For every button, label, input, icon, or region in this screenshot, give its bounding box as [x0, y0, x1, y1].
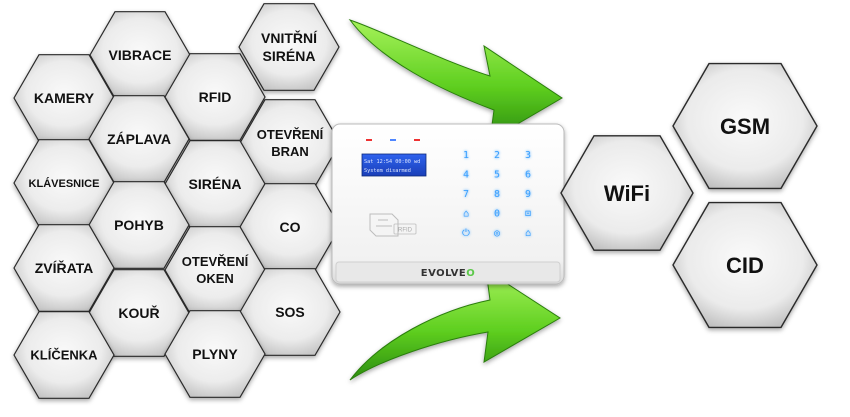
sensor-hex-plyny: PLYNY — [164, 310, 266, 398]
keypad-key[interactable]: 5 — [494, 170, 500, 181]
sensor-label: OTEVŘENÍ — [182, 254, 249, 269]
keypad-key[interactable]: ⌂ — [463, 209, 469, 220]
hex-shape — [672, 62, 818, 190]
keypad-key[interactable]: 2 — [494, 150, 500, 161]
keypad-key[interactable]: ⊡ — [525, 209, 531, 220]
sensor-hex-otevreni-oken: OTEVŘENÍ OKEN — [164, 226, 266, 314]
sensor-label: ZÁPLAVA — [107, 131, 171, 147]
sensor-label: PLYNY — [192, 346, 238, 362]
brand-name: EVOLVE — [421, 268, 466, 279]
output-hex-group: WiFi GSM CID — [560, 62, 818, 329]
hex-shape — [238, 3, 340, 91]
keypad-key[interactable]: 6 — [525, 170, 531, 181]
sensor-label: SIRÉNA — [263, 48, 316, 64]
sensor-hex-vnitrni-sirena: VNITŘNÍ SIRÉNA — [238, 3, 340, 91]
sensor-label: OKEN — [196, 271, 234, 286]
arrow-bottom — [349, 268, 561, 381]
sensor-label: SIRÉNA — [189, 176, 242, 192]
sensor-label: CO — [280, 219, 301, 235]
rfid-reader[interactable]: RFID — [369, 213, 417, 237]
brand-logo: EVOLVEO — [421, 268, 475, 279]
arrow-top — [348, 19, 563, 141]
keypad-key[interactable]: 8 — [494, 189, 500, 200]
hex-shape — [672, 201, 818, 329]
sensor-hex-rfid: RFID — [164, 53, 266, 141]
sensor-hex-klavesnice: KLÁVESNICE — [13, 139, 115, 227]
sensor-hex-pohyb: POHYB — [88, 181, 190, 269]
sensor-hex-kour: KOUŘ — [88, 269, 190, 357]
sensor-label: ZVÍŘATA — [35, 259, 94, 276]
keypad-key[interactable]: 9 — [525, 189, 531, 200]
keypad-key[interactable]: 7 — [463, 189, 469, 200]
alarm-control-panel: Sat 12:54 00:00 wd System disarmed RFID … — [331, 123, 565, 285]
lcd-screen — [361, 153, 427, 177]
sensor-hex-otevreni-bran: OTEVŘENÍ BRAN — [239, 99, 341, 187]
keypad-key[interactable]: 0 — [494, 209, 500, 220]
keypad-key[interactable]: ◎ — [494, 228, 500, 239]
sensor-label: KAMERY — [34, 90, 95, 106]
output-label: CID — [726, 253, 764, 278]
rfid-badge — [393, 223, 417, 235]
panel-base — [335, 261, 561, 283]
hex-shape — [13, 311, 115, 399]
lcd-line-1: Sat 12:54 00:00 wd — [364, 159, 420, 165]
keypad-key[interactable]: ⏻ — [462, 228, 470, 239]
keypad-key[interactable]: 4 — [463, 170, 469, 181]
sensor-label: KLÍČENKA — [30, 348, 98, 363]
rfid-hand-card-icon — [369, 213, 399, 237]
output-label: WiFi — [604, 181, 650, 206]
sensor-label: RFID — [199, 89, 232, 105]
output-label: GSM — [720, 114, 770, 139]
sensor-label: OTEVŘENÍ — [257, 127, 324, 142]
sensor-label: BRAN — [271, 144, 309, 159]
lcd-line-2: System disarmed — [364, 168, 411, 174]
hex-shape — [239, 268, 341, 356]
keypad-key[interactable]: 1 — [463, 150, 469, 161]
output-hex-gsm: GSM — [672, 62, 818, 190]
hex-shape — [560, 135, 694, 251]
sensor-label: KOUŘ — [118, 304, 159, 321]
sensor-hex-sirena: SIRÉNA — [164, 140, 266, 228]
keypad: 1 2 3 4 5 6 7 8 9 ⌂ 0 ⊡ ⏻ ◎ ⌂ — [462, 150, 531, 239]
output-hex-wifi: WiFi — [560, 135, 694, 251]
sensor-label: VIBRACE — [108, 47, 171, 63]
keypad-key[interactable]: 3 — [525, 150, 531, 161]
arrow-group — [348, 19, 563, 381]
hex-shape — [164, 310, 266, 398]
sensor-label: VNITŘNÍ — [261, 29, 318, 46]
sensor-hex-sos: SOS — [239, 268, 341, 356]
keypad-key[interactable]: ⌂ — [525, 228, 531, 239]
sensor-label: KLÁVESNICE — [29, 177, 100, 190]
output-hex-cid: CID — [672, 201, 818, 329]
panel-body — [331, 123, 565, 285]
sensor-hex-klicenka: KLÍČENKA — [13, 311, 115, 399]
sensor-label: SOS — [275, 304, 305, 320]
sensor-hex-grid: VIBRACE VNITŘNÍ SIRÉNA KAMERY RFID ZÁPLAVA OTE… — [13, 3, 341, 399]
sensor-label: POHYB — [114, 217, 164, 233]
rfid-label: RFID — [398, 228, 413, 234]
